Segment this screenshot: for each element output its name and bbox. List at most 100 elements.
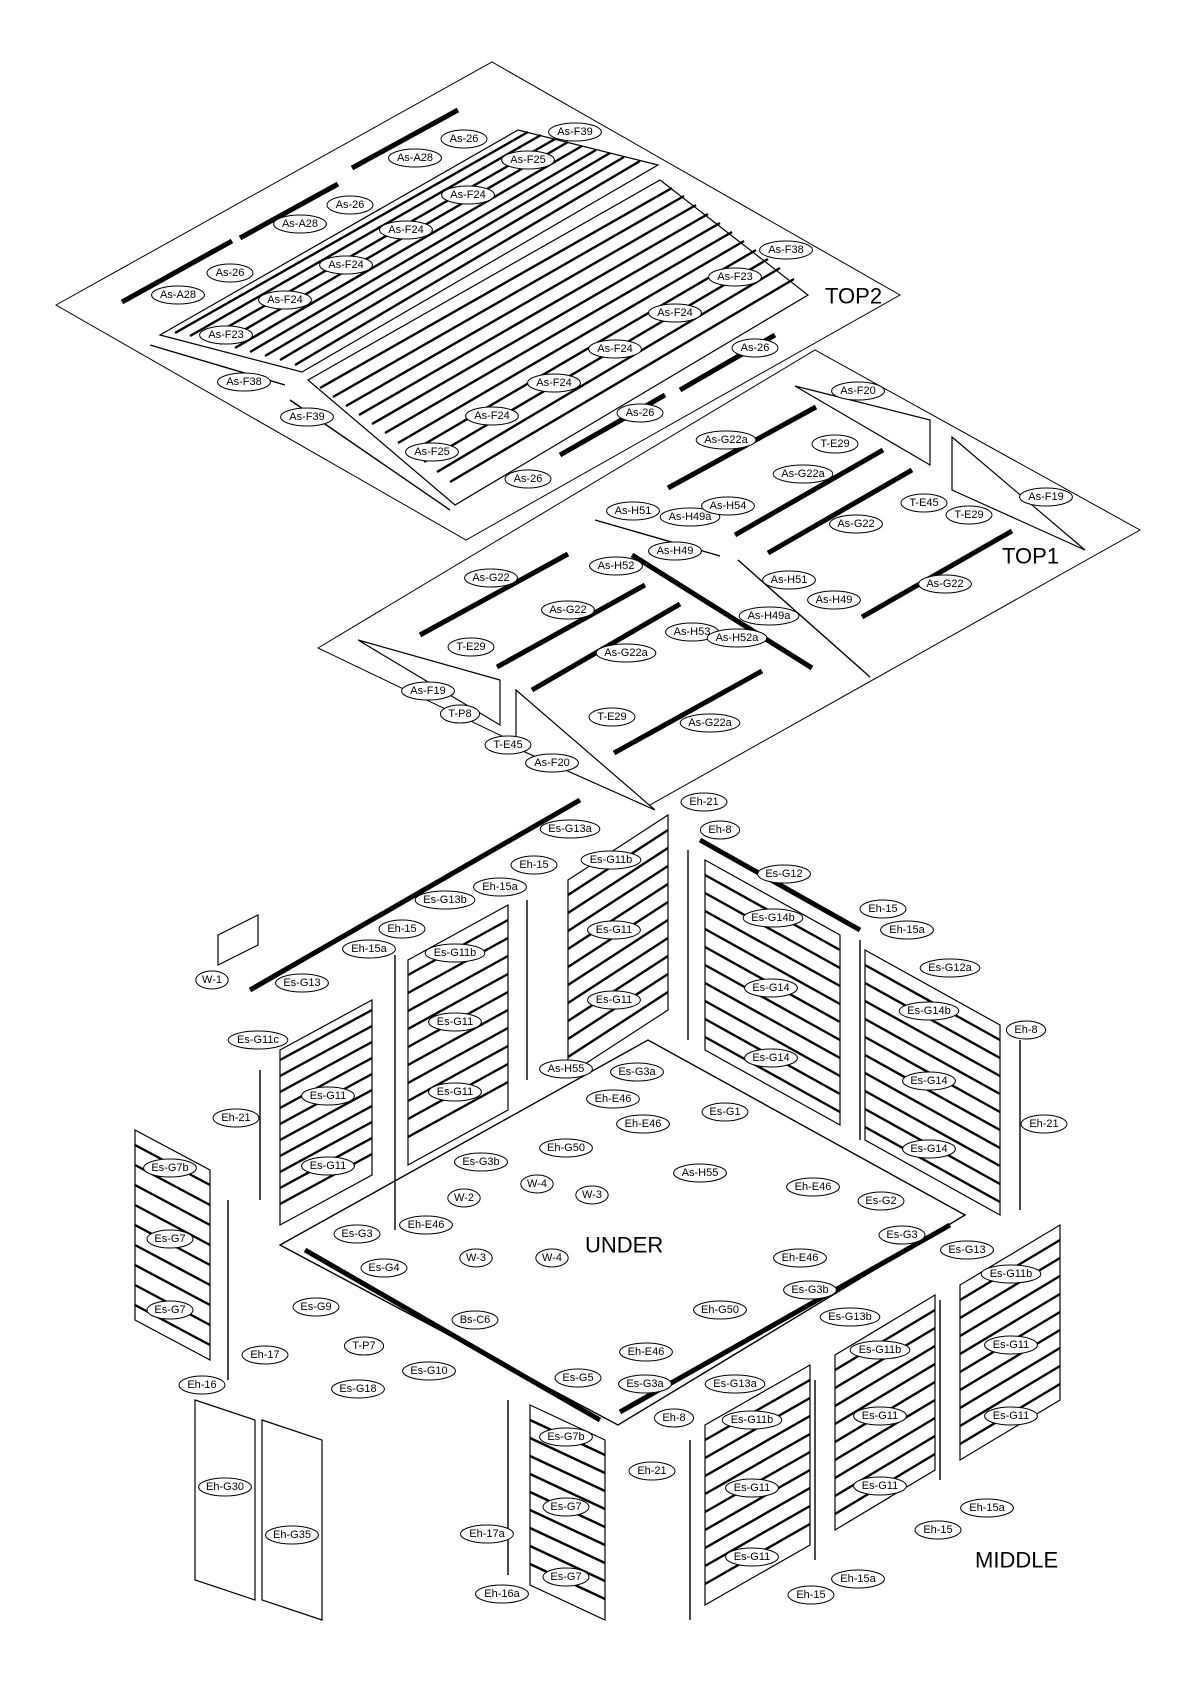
callout-ellipse <box>829 514 883 534</box>
callout-label: As-F24 <box>597 343 632 355</box>
door-eh-g35 <box>261 1419 323 1621</box>
callout-label: Es-G14 <box>752 1052 789 1064</box>
callout-label: W-4 <box>527 1178 547 1190</box>
callout-label: As-F24 <box>450 189 485 201</box>
callout-ellipse <box>378 919 426 939</box>
part-callout: As-H49a <box>659 507 721 527</box>
callout-label: Es-G11 <box>437 1086 473 1098</box>
part-callout: Es-G12a <box>919 958 981 978</box>
part-callout: As-H51 <box>606 501 660 521</box>
callout-ellipse <box>606 501 660 521</box>
callout-ellipse <box>539 1059 593 1079</box>
callout-ellipse <box>399 1215 453 1235</box>
part-callout: As-F24 <box>527 373 581 393</box>
callout-ellipse <box>918 574 972 594</box>
purlin-3 <box>766 467 914 556</box>
callout-label: Eh-G50 <box>701 1304 739 1316</box>
callout-ellipse <box>326 195 374 215</box>
callout-label: As-F23 <box>717 271 752 283</box>
callout-label: As-F38 <box>226 376 261 388</box>
callout-label: Es-G11b <box>990 1268 1033 1280</box>
part-callout: As-A28 <box>151 285 205 305</box>
part-callout: Es-G11 <box>853 1406 907 1426</box>
part-callout: As-G22 <box>918 574 972 594</box>
top-rail-g13 <box>248 797 582 993</box>
purlin-5 <box>418 551 570 638</box>
callout-ellipse <box>648 541 702 561</box>
gable-truss-back-left <box>794 385 931 467</box>
callout-ellipse <box>258 290 312 310</box>
part-callout: Es-G11b <box>980 1264 1042 1284</box>
title-under: UNDER <box>585 1233 663 1258</box>
part-callout: As-G22 <box>541 600 595 620</box>
callout-ellipse <box>898 1001 960 1021</box>
callout-label: Es-G11b <box>590 854 633 866</box>
part-callout: As-F24 <box>319 255 373 275</box>
part-callout: Eh-15a <box>880 920 934 940</box>
callout-label: Es-G12 <box>765 868 802 880</box>
part-callout: Es-G11b <box>849 1340 911 1360</box>
callout-label: As-H53 <box>674 626 711 638</box>
callout-ellipse <box>548 122 602 142</box>
part-callout: T-E45 <box>900 493 948 513</box>
callout-ellipse <box>618 1374 672 1394</box>
part-callout: Es-G13a <box>704 1374 766 1394</box>
callout-label: As-26 <box>216 267 245 279</box>
callout-label: As-F39 <box>557 126 592 138</box>
part-callout: W-1 <box>195 970 229 990</box>
part-callout: As-F19 <box>401 681 455 701</box>
callout-ellipse <box>589 556 643 576</box>
callout-ellipse <box>475 1584 529 1604</box>
part-callout: W-3 <box>575 1185 609 1205</box>
callout-label: W-2 <box>454 1192 474 1204</box>
part-callout: Eh-15a <box>831 1569 885 1589</box>
callout-ellipse <box>616 1114 670 1134</box>
callout-label: Es-G13a <box>713 1378 757 1390</box>
part-callout: As-G22a <box>695 430 757 450</box>
callout-ellipse <box>919 958 981 978</box>
callout-ellipse <box>539 1427 593 1447</box>
callout-ellipse <box>680 792 728 812</box>
callout-ellipse <box>738 606 800 626</box>
part-callout: Es-G14 <box>744 978 798 998</box>
callout-label: Es-G11 <box>310 1160 346 1172</box>
callout-label: Eh-E46 <box>795 1181 832 1193</box>
callout-ellipse <box>725 1547 779 1567</box>
callout-label: Eh-G50 <box>547 1142 585 1154</box>
door-eh-g30 <box>194 1399 256 1601</box>
callout-ellipse <box>859 899 907 919</box>
callout-label: Eh-21 <box>1029 1118 1058 1130</box>
part-callout: Es-G11b <box>721 1410 783 1430</box>
callout-ellipse <box>744 978 798 998</box>
window-w1 <box>217 914 259 966</box>
callout-ellipse <box>206 263 254 283</box>
part-callout: Eh-15 <box>859 899 907 919</box>
callout-ellipse <box>819 1307 881 1327</box>
callout-ellipse <box>273 214 327 234</box>
callout-label: T-E45 <box>493 739 522 751</box>
callout-ellipse <box>588 339 642 359</box>
callout-ellipse <box>831 1569 885 1589</box>
part-callout: Eh-15a <box>473 877 527 897</box>
callout-ellipse <box>360 1258 408 1278</box>
callout-ellipse <box>595 643 657 663</box>
callout-ellipse <box>742 908 804 928</box>
callout-ellipse <box>980 1264 1042 1284</box>
callout-label: As-F39 <box>289 411 324 423</box>
callout-ellipse <box>878 1225 926 1245</box>
callout-ellipse <box>428 1082 482 1102</box>
callout-ellipse <box>280 407 334 427</box>
callout-label: Eh-21 <box>689 796 718 808</box>
callout-ellipse <box>706 628 768 648</box>
part-callout: T-E45 <box>484 735 532 755</box>
part-callout: Es-G11c <box>227 1030 289 1050</box>
part-callout: Es-G9 <box>292 1297 340 1317</box>
callout-ellipse <box>541 600 595 620</box>
callout-label: W-3 <box>582 1189 602 1201</box>
part-callout: Es-G7 <box>542 1567 590 1587</box>
part-callout: Es-G14 <box>902 1139 956 1159</box>
purlin-8 <box>612 668 764 756</box>
callout-label: Es-G14b <box>907 1005 950 1017</box>
callout-label: Eh-16 <box>187 1379 216 1391</box>
part-callout: As-G22 <box>829 514 883 534</box>
